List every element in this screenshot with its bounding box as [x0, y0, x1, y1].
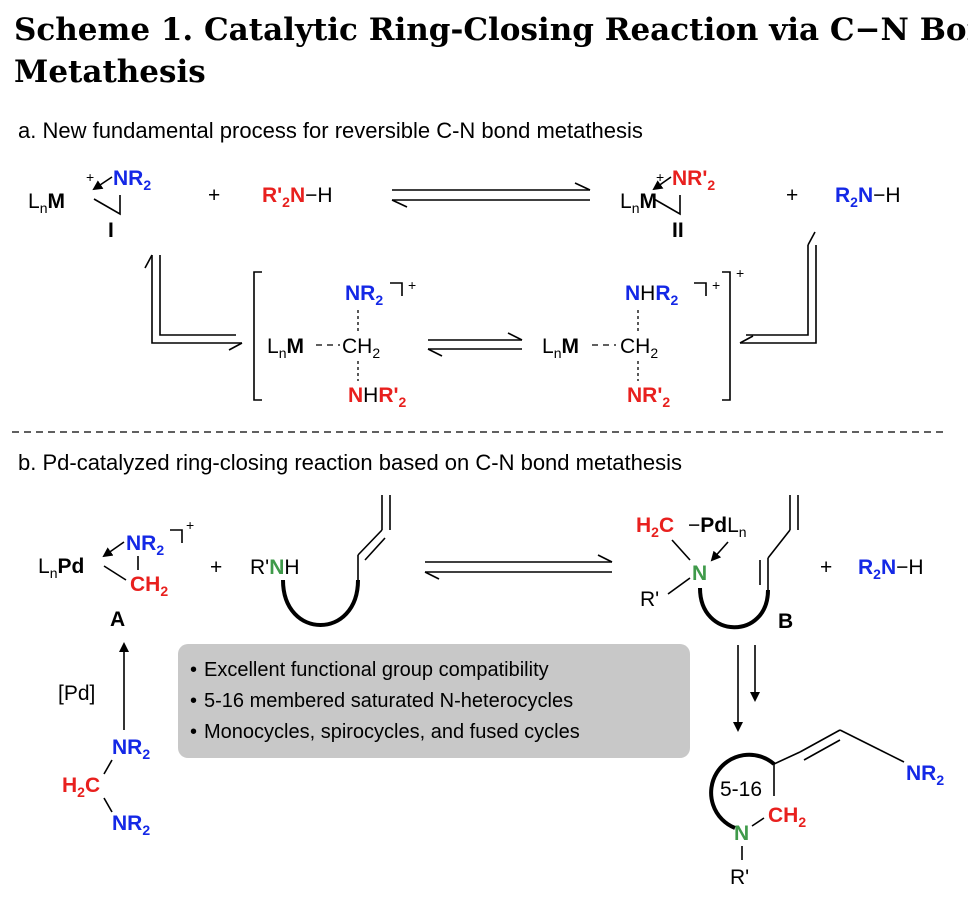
ring-size-label: 5-16 [720, 778, 762, 801]
svg-text:CH2: CH2 [620, 335, 658, 361]
label-I: I [108, 219, 114, 242]
svg-text:CH2: CH2 [130, 573, 168, 599]
svg-text:NR'2: NR'2 [672, 167, 715, 193]
pd-arrow: [Pd] [58, 642, 129, 730]
complex-A: LnPd NR2 CH2 + A [38, 517, 194, 631]
label-II: II [672, 219, 684, 242]
charge-plus: + [86, 169, 94, 185]
amine-R: R2N−H [835, 184, 901, 210]
plus-sign: + [208, 184, 220, 207]
svg-text:+: + [656, 169, 664, 185]
equilibrium-arrow-top [391, 182, 591, 208]
bracket-left [253, 271, 262, 401]
svg-text:NR2: NR2 [126, 532, 164, 558]
svg-text:LnM: LnM [620, 190, 657, 216]
svg-text:+: + [210, 556, 222, 579]
svg-text:NR2: NR2 [345, 282, 383, 308]
svg-text:NR2: NR2 [112, 736, 150, 762]
svg-text:•: • [190, 721, 197, 743]
svg-text:LnPd: LnPd [38, 555, 84, 581]
svg-text:+: + [186, 517, 194, 533]
svg-text:NR2: NR2 [113, 167, 151, 193]
complex-I: LnM + NR2 I [28, 167, 151, 242]
amine-R-prime: R'2N−H [262, 184, 333, 210]
svg-text:R'NH: R'NH [250, 556, 300, 579]
svg-text:N: N [734, 822, 749, 845]
substrate-amine-diene: R'NH [250, 495, 391, 627]
svg-text:N: N [692, 562, 707, 585]
svg-text:+: + [736, 265, 744, 281]
svg-text:LnM: LnM [542, 335, 579, 361]
svg-text:+: + [786, 184, 798, 207]
feature-bullet-3: Monocycles, spirocycles, and fused cycle… [204, 721, 580, 743]
svg-text:NHR'2: NHR'2 [348, 384, 407, 410]
label-B: B [778, 610, 793, 633]
pd-reagent-label: [Pd] [58, 682, 95, 705]
complex-B: H2C −PdLn N R' B [636, 495, 799, 633]
svg-text:NR2: NR2 [906, 762, 944, 788]
svg-text:•: • [190, 659, 197, 681]
svg-text:R': R' [640, 588, 659, 611]
scheme-title-line2: Metathesis [14, 54, 206, 90]
feature-bullet-2: 5-16 membered saturated N-heterocycles [204, 690, 573, 712]
cyclization-arrows [733, 645, 760, 732]
svg-text:+: + [712, 277, 720, 293]
left-cycle-arrow [144, 254, 243, 351]
svg-text:CH2: CH2 [768, 804, 806, 830]
svg-text:+: + [408, 277, 416, 293]
equilibrium-arrow-middle [427, 332, 523, 357]
right-cycle-arrow [739, 231, 817, 344]
intermediate-1: NR2 + LnM CH2 NHR'2 [267, 277, 416, 410]
svg-text:R': R' [730, 866, 749, 889]
amine-R-b: R2N−H [858, 556, 924, 582]
svg-text:•: • [190, 690, 197, 712]
product-heterocycle: 5-16 NR2 CH2 N R' [709, 729, 944, 889]
svg-text:CH2: CH2 [342, 335, 380, 361]
svg-text:LnM: LnM [28, 190, 65, 216]
bracket-right [722, 271, 731, 401]
intermediate-2: NHR2 + LnM CH2 NR'2 [542, 277, 720, 410]
svg-text:NR2: NR2 [112, 812, 150, 838]
features-box: • Excellent functional group compatibili… [178, 644, 690, 758]
feature-bullet-1: Excellent functional group compatibility [204, 659, 549, 681]
svg-text:NR'2: NR'2 [627, 384, 670, 410]
complex-II: LnM + NR'2 II [620, 167, 715, 242]
svg-text:+: + [820, 556, 832, 579]
svg-text:LnM: LnM [267, 335, 304, 361]
svg-text:NHR2: NHR2 [625, 282, 679, 308]
equilibrium-arrow-b [424, 554, 613, 580]
label-A: A [110, 608, 125, 631]
part-b-heading: b. Pd-catalyzed ring-closing reaction ba… [18, 450, 682, 475]
svg-text:H2C: H2C [636, 514, 674, 540]
svg-text:H2C: H2C [62, 774, 100, 800]
aminal: NR2 H2C NR2 [62, 736, 150, 838]
svg-text:−PdLn: −PdLn [688, 514, 747, 540]
scheme-title-line1: Scheme 1. Catalytic Ring-Closing Reactio… [14, 12, 968, 48]
part-a-heading: a. New fundamental process for reversibl… [18, 118, 643, 143]
